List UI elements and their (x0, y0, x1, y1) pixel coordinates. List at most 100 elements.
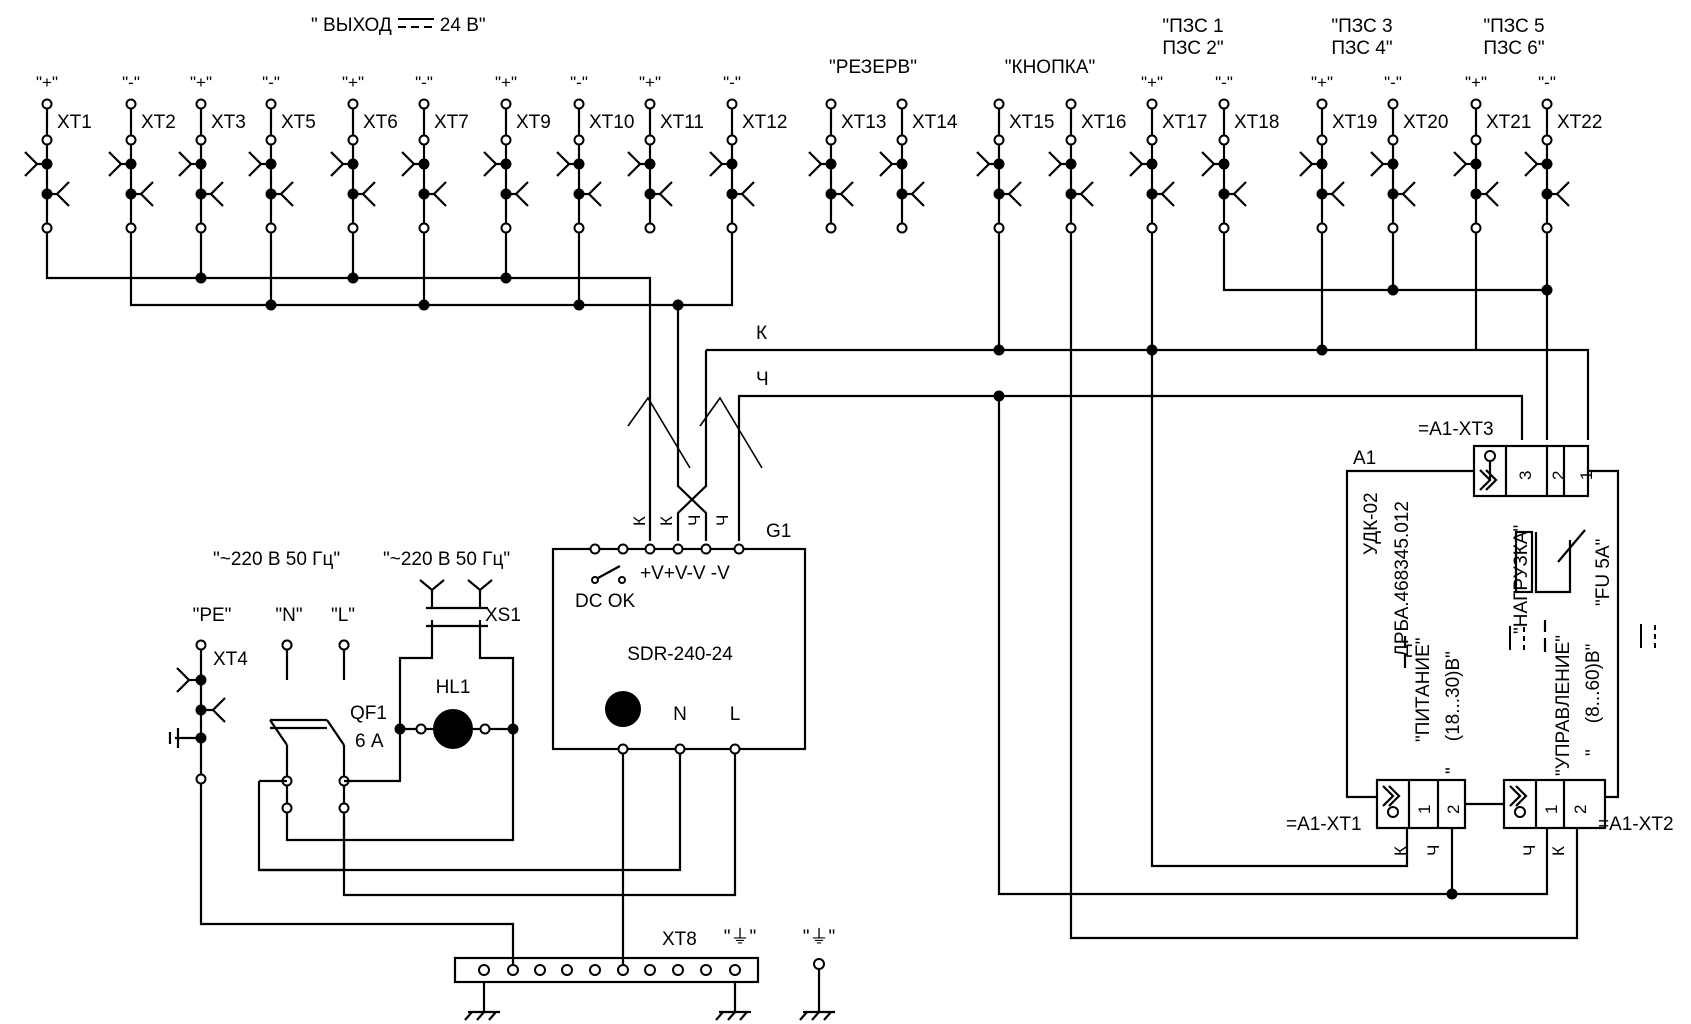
module-xt1-wire-k: К (1391, 846, 1410, 856)
polarity-xt7: "-" (415, 73, 433, 92)
dc-symbol-power (1509, 626, 1525, 650)
wire-label-ch: Ч (756, 369, 769, 390)
pin-wire-k-2: К (657, 516, 676, 526)
label-xt7: XT7 (434, 112, 469, 133)
label-xt20: XT20 (1403, 112, 1449, 133)
module-xt2-wire-k: К (1549, 846, 1568, 856)
ground-terminal (799, 958, 835, 1021)
polarity-xt20: "-" (1384, 73, 1402, 92)
pin-wire-ch-1: Ч (685, 514, 704, 526)
pzs-34-label: "ПЗС 3 ПЗС 4" (1331, 16, 1393, 59)
pin-wire-k-1: К (630, 516, 649, 526)
label-xt19: XT19 (1332, 112, 1378, 133)
reserve-label: "РЕЗЕРВ" (829, 57, 917, 78)
module-xt2-wire-ch: Ч (1520, 844, 1539, 856)
polarity-xt17: "+" (1141, 73, 1163, 92)
socket-label: XS1 (485, 605, 521, 626)
label-xt12: XT12 (742, 112, 788, 133)
breaker-label: QF1 (350, 703, 387, 724)
module-xt2-pin-2: 2 (1571, 804, 1590, 814)
label-xt3: XT3 (211, 112, 246, 133)
module-code: ДРБА.468345.012 (1392, 501, 1413, 657)
label-xt9: XT9 (516, 112, 551, 133)
dc-symbol-control (1640, 624, 1656, 648)
power-range-label: "(18...30)В" (1443, 651, 1464, 774)
power-supply-g1 (551, 543, 807, 755)
power-supply-model: SDR-240-24 (627, 644, 733, 665)
power-supply-n: N (673, 704, 687, 725)
load-label: "НАГРУЗКА" (1511, 524, 1532, 634)
power-supply-outputs: +V+V-V -V (640, 563, 730, 584)
mains-label-2: "~220 В 50 Гц" (383, 549, 511, 570)
input-terminals (281, 639, 350, 651)
label-xt1: XT1 (57, 112, 92, 133)
lamp-hl1 (394, 709, 519, 749)
pin-wire-ch-2: Ч (713, 514, 732, 526)
label-xt10: XT10 (589, 112, 635, 133)
module-xt2-pin-1: 1 (1542, 804, 1561, 814)
label-xt17: XT17 (1162, 112, 1208, 133)
module-a1 (1345, 444, 1620, 845)
control-range-label: "(8...60)В" (1583, 643, 1604, 756)
polarity-xt2: "-" (122, 73, 140, 92)
terminal-block-xt4 (168, 639, 515, 970)
module-pin-3: 3 (1516, 470, 1535, 480)
label-xt8: XT8 (662, 929, 697, 950)
label-xt6: XT6 (363, 112, 398, 133)
label-xt11: XT11 (660, 112, 705, 133)
module-pin-1: 1 (1577, 470, 1596, 480)
l-label: "L" (330, 605, 356, 626)
pzs-56-label: "ПЗС 5 ПЗС 6" (1483, 16, 1545, 59)
label-xt15: XT15 (1009, 112, 1055, 133)
pzs-12-label: "ПЗС 1 ПЗС 2" (1162, 16, 1224, 59)
polarity-xt1: "+" (36, 73, 58, 92)
ch-line-junction (993, 390, 1549, 900)
breaker-qf1 (259, 639, 515, 872)
polarity-xt18: "-" (1215, 73, 1233, 92)
minus-bus (129, 232, 734, 455)
lamp-label: HL1 (435, 677, 471, 698)
module-designator: A1 (1353, 448, 1377, 469)
button-label: "КНОПКА" (1004, 57, 1096, 78)
polarity-xt10: "-" (570, 73, 588, 92)
socket-xs1 (398, 579, 515, 729)
polarity-xt19: "+" (1311, 73, 1333, 92)
module-xt1-pin-2: 2 (1444, 804, 1463, 814)
ground-bar-xt8 (453, 956, 760, 1021)
polarity-xt6: "+" (342, 73, 364, 92)
module-xt1-pin-1: 1 (1415, 804, 1434, 814)
module-xt3-label: =A1-XT3 (1418, 419, 1494, 440)
polarity-xt9: "+" (495, 73, 517, 92)
pzs-minus-bus (1222, 232, 1553, 440)
module-type: УДК-02 (1361, 492, 1382, 555)
module-xt2-label: =A1-XT2 (1598, 814, 1674, 835)
plus-bus (45, 232, 652, 541)
polarity-xt12: "-" (723, 73, 741, 92)
ground-mark-xt8: "⏚" (723, 927, 757, 948)
label-xt13: XT13 (841, 112, 887, 133)
module-xt1-wire-ch: Ч (1424, 844, 1443, 856)
k-line-taps (993, 232, 1478, 356)
polarity-xt5: "-" (262, 73, 280, 92)
label-xt4: XT4 (213, 649, 248, 670)
control-input-label: "УПРАВЛЕНИЕ" (1553, 635, 1574, 776)
wire-label-k: К (756, 323, 768, 344)
ground-mark-terminal: "⏚" (802, 927, 836, 948)
breaker-rating: 6 А (355, 731, 384, 752)
label-xt18: XT18 (1234, 112, 1280, 133)
label-xt22: XT22 (1557, 112, 1603, 133)
label-xt16: XT16 (1081, 112, 1127, 133)
power-supply-l: L (729, 704, 741, 725)
module-pin-2: 2 (1549, 470, 1568, 480)
n-label: "N" (275, 605, 303, 626)
pe-label: "PE" (192, 605, 232, 626)
polarity-xt3: "+" (190, 73, 212, 92)
polarity-xt21: "+" (1465, 73, 1487, 92)
polarity-xt22: "-" (1538, 73, 1556, 92)
power-supply-designator: G1 (766, 521, 792, 542)
output-wire-crossing (627, 348, 1590, 541)
mains-label-1: "~220 В 50 Гц" (213, 549, 341, 570)
